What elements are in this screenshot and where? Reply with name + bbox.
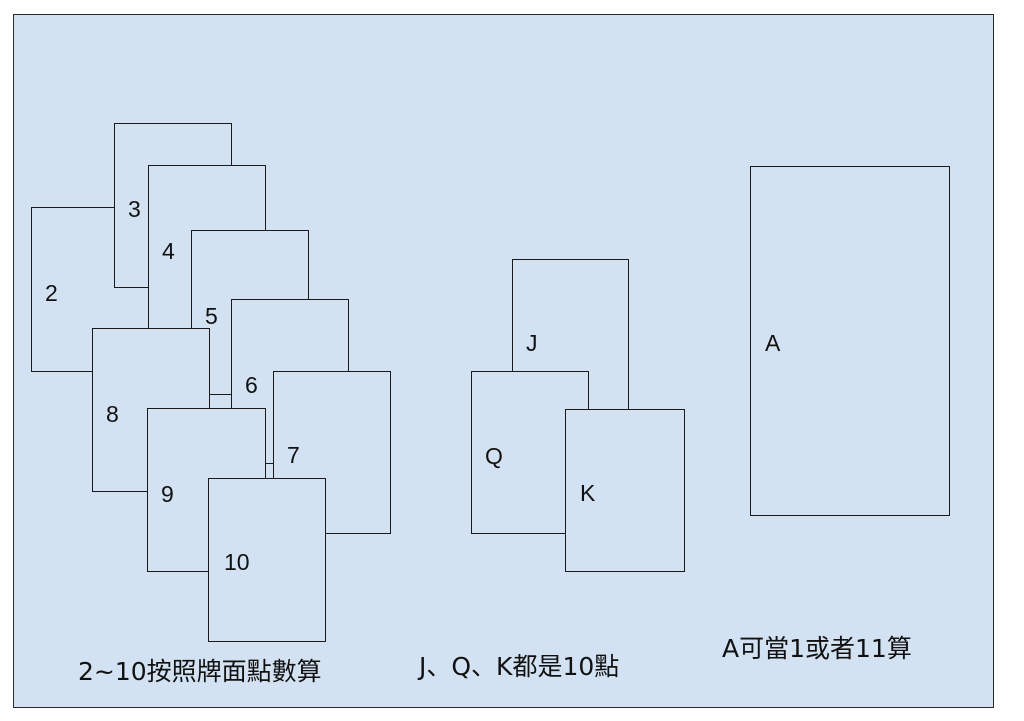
card-4-label: 4 [162, 238, 175, 264]
card-6-label: 6 [245, 372, 258, 398]
card-k-label: K [580, 480, 596, 506]
card-5-label: 5 [205, 303, 218, 329]
caption-ace-card: A可當1或者11算 [722, 634, 912, 663]
card-k: K [565, 409, 685, 572]
card-7-label: 7 [287, 442, 300, 468]
card-10-label: 10 [224, 549, 250, 575]
caption-face-cards: J、Q、K都是10點 [419, 652, 620, 681]
card-a-label: A [765, 330, 781, 356]
card-7: 7 [273, 371, 391, 534]
caption-number-cards: 2~10按照牌面點數算 [78, 657, 322, 686]
card-10: 10 [208, 478, 326, 642]
card-8-label: 8 [106, 401, 119, 427]
card-3-label: 3 [128, 196, 141, 222]
card-q-label: Q [485, 443, 503, 469]
card-2-label: 2 [45, 280, 58, 306]
card-j-label: J [526, 330, 538, 356]
card-a: A [750, 166, 950, 516]
card-9-label: 9 [161, 481, 174, 507]
